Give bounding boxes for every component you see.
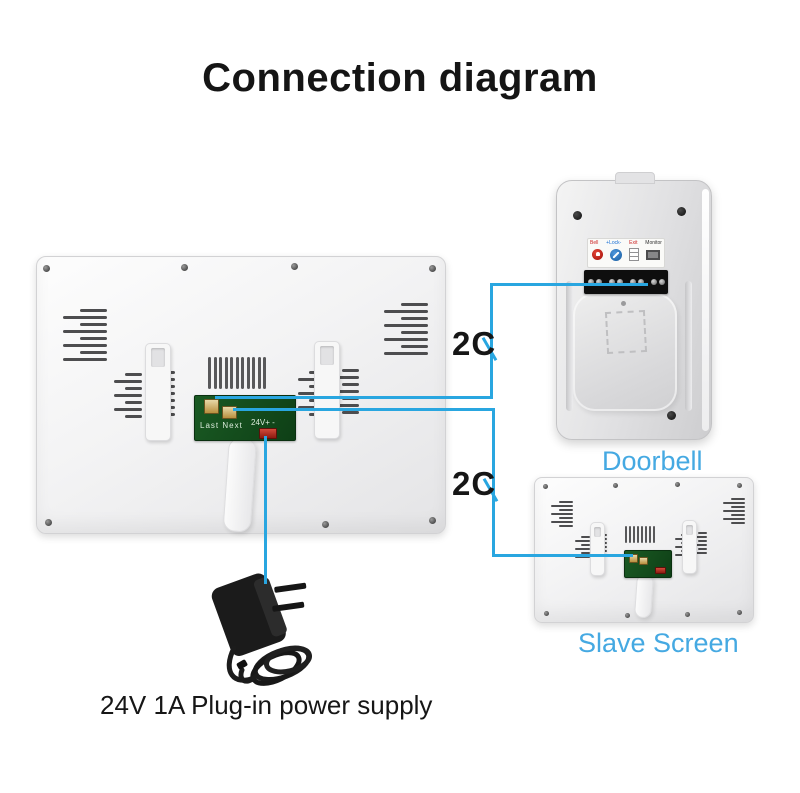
- screw: [181, 264, 188, 271]
- wall-mount-hook: [314, 341, 340, 439]
- terminal-screws: [608, 279, 623, 285]
- terminal-screws: [629, 279, 644, 285]
- bell-icon: [592, 249, 603, 260]
- slave-screen-back: [534, 477, 754, 623]
- monitor-terminal-label: Monitor: [645, 240, 662, 246]
- doorbell-port-connector: [204, 399, 219, 414]
- screw: [675, 482, 680, 487]
- exit-button-icon: [629, 248, 639, 261]
- vent-grille: [63, 309, 107, 361]
- terminal-strip: [584, 270, 668, 294]
- screw: [543, 484, 548, 489]
- power-connector: [259, 428, 277, 439]
- screw: [322, 521, 329, 528]
- wire-doorbell-horizontal-left: [215, 396, 492, 399]
- power-connector: [655, 567, 666, 574]
- screw: [677, 207, 686, 216]
- wire-slave-horizontal-right: [492, 554, 633, 557]
- doorbell-label: Doorbell: [602, 446, 703, 476]
- vent-grille: [384, 303, 428, 355]
- vent-grille: [575, 536, 590, 558]
- wall-mount-hook: [590, 522, 605, 576]
- case-molding: [573, 293, 677, 411]
- screw: [667, 411, 676, 420]
- monitor-stand: [633, 573, 654, 619]
- main-monitor-back: Last Next 24V+ -: [36, 256, 446, 534]
- vent-grille: [551, 501, 573, 527]
- wire-slave-horizontal-left: [233, 408, 495, 411]
- wall-mount-hook: [145, 343, 171, 441]
- wall-mount-hook: [682, 520, 697, 574]
- screw: [45, 519, 52, 526]
- mount-tab: [615, 172, 655, 184]
- screw: [613, 483, 618, 488]
- wire-label-2c-doorbell: 2C: [452, 325, 497, 362]
- screw: [291, 263, 298, 270]
- vent-grille-vertical: [208, 357, 266, 389]
- power-adapter: [196, 560, 346, 700]
- power-adapter-drawing: [211, 573, 313, 686]
- pcb-ports-label: Last Next: [200, 421, 243, 430]
- monitor-icon: [646, 249, 660, 260]
- screw: [429, 265, 436, 272]
- wire-connector: [639, 557, 648, 565]
- page-title: Connection diagram: [202, 56, 598, 100]
- vent-grille: [723, 498, 745, 524]
- case-groove: [685, 281, 692, 411]
- screw: [544, 611, 549, 616]
- vent-grille: [692, 532, 707, 554]
- case-groove: [566, 281, 573, 411]
- wiring-label-plate: Bell +Lock- Exit Monitor: [587, 238, 665, 268]
- lock-terminal-label: +Lock-: [606, 240, 622, 246]
- pcb-power-label: 24V+ -: [251, 418, 275, 427]
- screw: [737, 610, 742, 615]
- monitor-stand: [222, 437, 257, 533]
- power-supply-caption: 24V 1A Plug-in power supply: [100, 690, 433, 720]
- terminal-pcb: Last Next 24V+ -: [194, 395, 296, 441]
- vent-grille-vertical: [625, 526, 655, 543]
- doorbell-back: Bell +Lock- Exit Monitor: [556, 172, 712, 440]
- key-lock-icon: [610, 248, 622, 261]
- slave-screen-label: Slave Screen: [578, 628, 739, 658]
- vent-grille: [114, 373, 142, 418]
- exit-terminal-label: Exit: [629, 240, 638, 246]
- screw: [737, 483, 742, 488]
- dashed-cutout: [604, 309, 648, 355]
- wire-label-2c-slave: 2C: [452, 465, 497, 502]
- bell-terminal-label: Bell: [590, 240, 599, 246]
- wire-slave-vertical: [492, 408, 495, 557]
- screw: [625, 613, 630, 618]
- screw: [43, 265, 50, 272]
- screw: [573, 211, 582, 220]
- wire-connector: [629, 554, 638, 563]
- terminal-screws: [650, 279, 665, 285]
- wire-doorbell-vertical: [490, 283, 493, 399]
- screw: [685, 612, 690, 617]
- terminal-screws: [587, 279, 602, 285]
- wire-doorbell-horizontal-right: [490, 283, 648, 286]
- screw: [429, 517, 436, 524]
- wire-power-vertical: [264, 436, 267, 584]
- reset-hole: [621, 301, 626, 306]
